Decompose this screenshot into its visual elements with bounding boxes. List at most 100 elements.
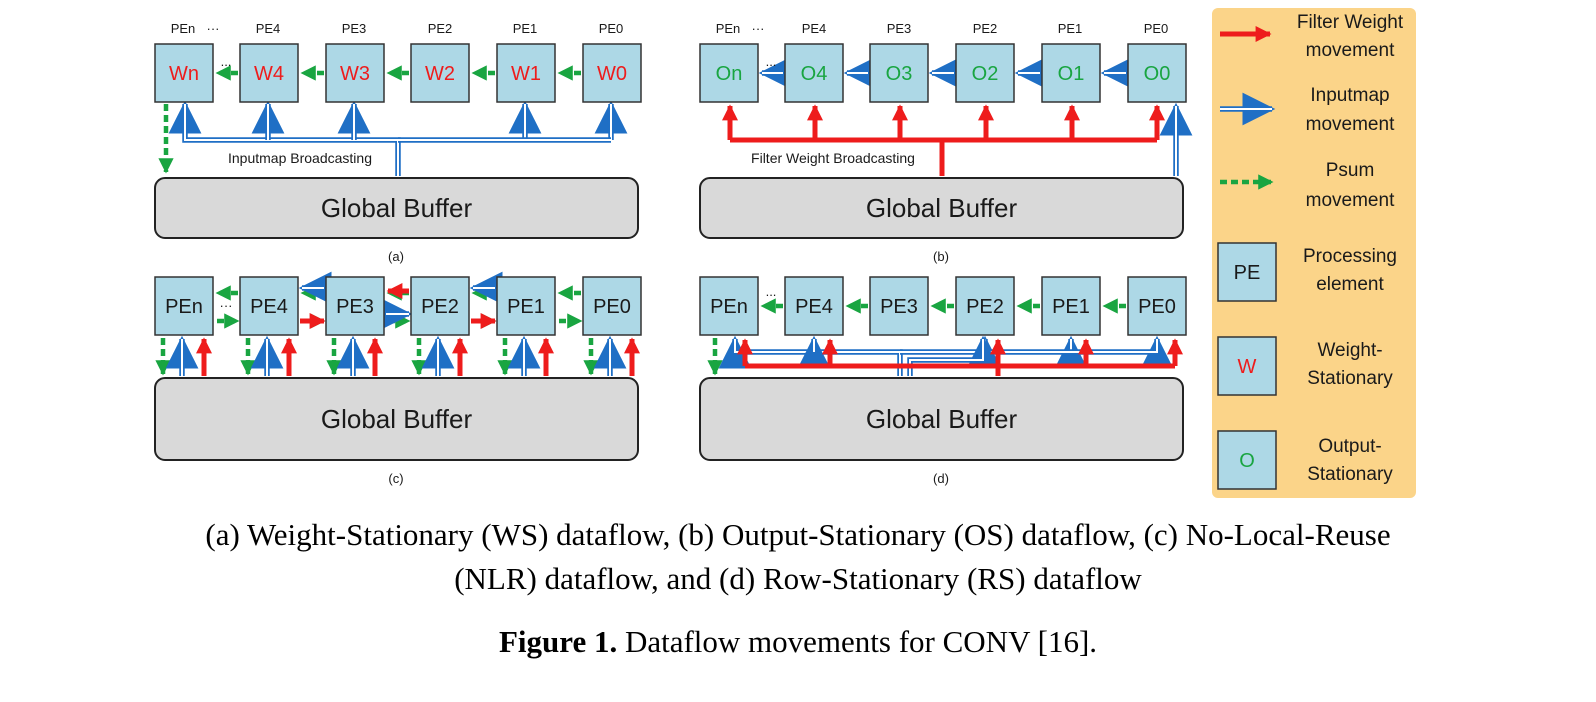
pe-5-label: PE0 (1138, 296, 1176, 318)
legend-psum-label-2: movement (1306, 190, 1395, 211)
pe-4-label: PE1 (1052, 296, 1090, 318)
pe-header-label: ··· (207, 21, 220, 36)
pe-3-box (410, 43, 470, 103)
pe-1-label: O4 (801, 63, 828, 85)
panel-label: (a) (388, 249, 404, 264)
pe-2-label: PE3 (880, 296, 918, 318)
pe-1-label: W4 (254, 63, 284, 85)
pe-header-label: PEn (171, 21, 196, 36)
pe-3-label: W2 (425, 63, 455, 85)
legend-pe-box (1217, 242, 1277, 302)
pe-1-box (784, 276, 844, 336)
global-buffer-label: Global Buffer (866, 193, 1018, 223)
legend-ws-label-2: Stationary (1307, 368, 1393, 389)
figure-title: Figure 1. Dataflow movements for CONV [1… (0, 620, 1596, 664)
legend-ws-label: W (1238, 356, 1257, 378)
pe-5-box (582, 276, 642, 336)
figure-title-text: Dataflow movements for CONV [16]. (617, 624, 1098, 659)
pe-4-box (496, 276, 556, 336)
pe-0-box (699, 43, 759, 103)
pe-0-box (699, 276, 759, 336)
legend-pe-label-2: element (1316, 274, 1384, 295)
panel-label: (d) (933, 471, 949, 486)
legend-os-label-1: Output- (1318, 436, 1381, 457)
pe-5-label: W0 (597, 63, 627, 85)
legend-pe-label: PE (1234, 262, 1261, 284)
global-buffer-label: Global Buffer (321, 193, 473, 223)
pe-4-box (1041, 43, 1101, 103)
legend-ws-label-1: Weight- (1317, 340, 1382, 361)
pe-5-box (1127, 43, 1187, 103)
figure-caption: (a) Weight-Stationary (WS) dataflow, (b)… (0, 513, 1596, 601)
legend-weight-label-2: movement (1306, 40, 1395, 61)
global-buffer (154, 177, 639, 239)
input-arrow (900, 335, 1174, 369)
pe-4-box (496, 43, 556, 103)
legend-os-label-2: Stationary (1307, 464, 1393, 485)
pe-4-label: W1 (511, 63, 541, 85)
pe-2-box (325, 276, 385, 336)
ellipsis-label: ... (766, 284, 777, 299)
pe-header-label: PE2 (428, 21, 453, 36)
global-buffer-label: Global Buffer (866, 404, 1018, 434)
figure-label: Figure 1. (498, 624, 618, 659)
panel-label: (c) (388, 471, 403, 486)
global-buffer (699, 177, 1184, 239)
pe-3-box (955, 43, 1015, 103)
pe-5-box (1127, 276, 1187, 336)
pe-1-box (239, 276, 299, 336)
pe-3-box (410, 276, 470, 336)
pe-header-label: PE4 (802, 21, 827, 36)
caption-line-1: (a) Weight-Stationary (WS) dataflow, (b)… (205, 517, 1391, 552)
pe-2-box (869, 276, 929, 336)
pe-3-box (955, 276, 1015, 336)
legend-pe-label-1: Processing (1303, 246, 1397, 267)
pe-0-box (154, 43, 214, 103)
input-arrow (907, 335, 1000, 376)
pe-header-label: PE4 (256, 21, 281, 36)
pe-header-label: PE0 (1144, 21, 1169, 36)
pe-header-label: PE2 (973, 21, 998, 36)
ellipsis-label: ··· (220, 298, 233, 313)
legend-weight-label-1: Filter Weight (1297, 12, 1404, 33)
legend-ws-box (1217, 336, 1277, 396)
pe-header-label: PE1 (513, 21, 538, 36)
pe-header-label: PE3 (342, 21, 367, 36)
pe-0-label: On (716, 63, 743, 85)
input-arrow (718, 335, 903, 376)
pe-header-label: PE3 (887, 21, 912, 36)
pe-5-label: O0 (1144, 63, 1171, 85)
pe-0-label: PEn (165, 296, 203, 318)
pe-3-label: O2 (972, 63, 999, 85)
pe-header-label: ··· (752, 21, 765, 36)
pe-5-box (582, 43, 642, 103)
pe-3-label: PE2 (966, 296, 1004, 318)
broadcast-label: Inputmap Broadcasting (228, 150, 372, 166)
legend-os-box (1217, 430, 1277, 490)
input-broadcast-arrow (168, 100, 401, 176)
pe-2-box (869, 43, 929, 103)
pe-0-box (154, 276, 214, 336)
pe-2-box (325, 43, 385, 103)
global-buffer (154, 377, 639, 461)
panel-label: (b) (933, 249, 949, 264)
pe-0-label: PEn (710, 296, 748, 318)
pe-2-label: O3 (886, 63, 913, 85)
pe-4-label: PE1 (507, 296, 545, 318)
ellipsis-label: ... (221, 54, 232, 69)
pe-header-label: PEn (716, 21, 741, 36)
caption-line-2: (NLR) dataflow, and (d) Row-Stationary (… (454, 561, 1142, 596)
pe-2-label: W3 (340, 63, 370, 85)
legend-psum-label-1: Psum (1326, 160, 1375, 181)
pe-1-box (239, 43, 299, 103)
ellipsis-label: ... (766, 54, 777, 69)
pe-header-label: PE0 (599, 21, 624, 36)
legend-os-label: O (1239, 450, 1255, 472)
global-buffer-label: Global Buffer (321, 404, 473, 434)
pe-1-box (784, 43, 844, 103)
legend-input-label-1: Inputmap (1310, 85, 1389, 106)
